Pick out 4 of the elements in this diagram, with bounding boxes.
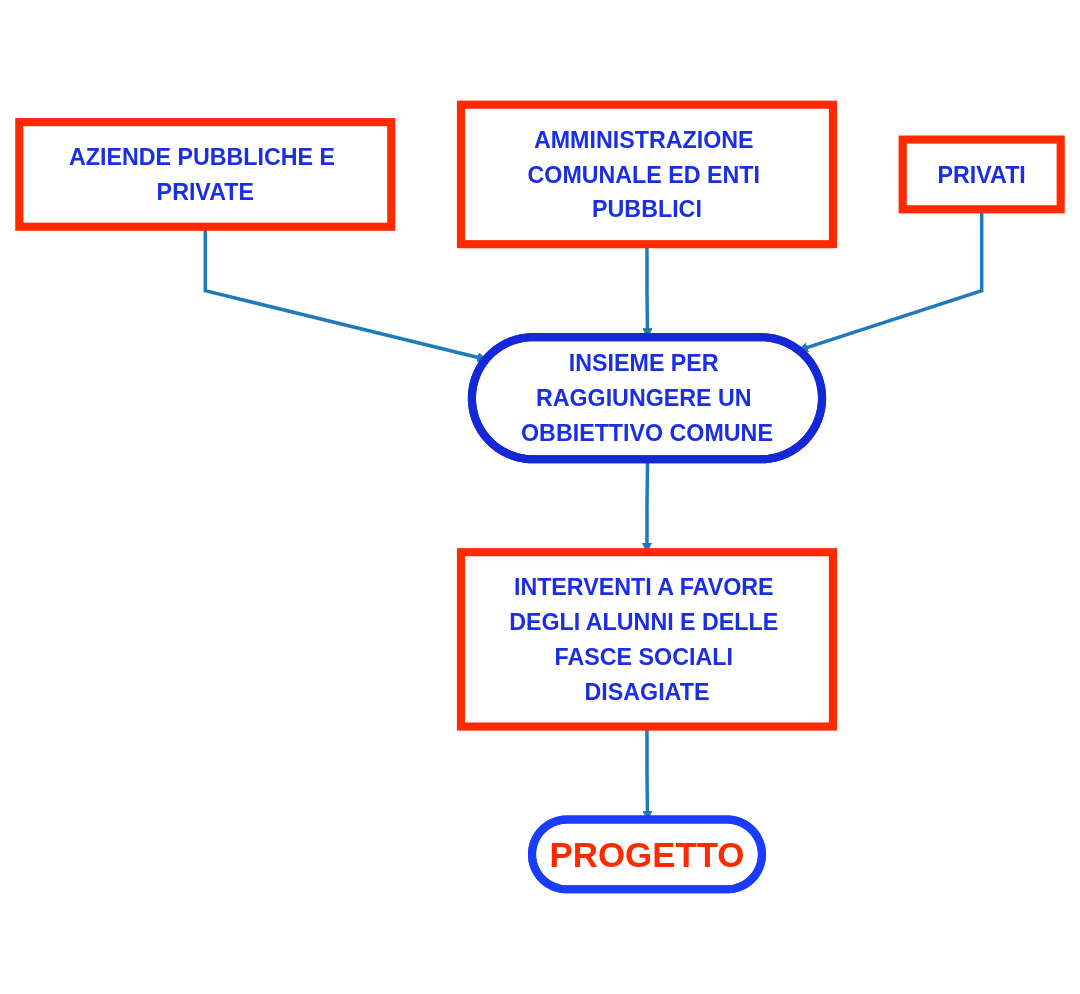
node-box: AMMINISTRAZIONE COMUNALE ED ENTI PUBBLICI: [456, 100, 838, 249]
node-box: PRIVATI: [898, 135, 1065, 214]
node-box: INTERVENTI A FAVORE DEGLI ALUNNI E DELLE FASCE SOCIALI DISAGIATE: [456, 548, 838, 731]
node-box: AZIENDE PUBBLICHE E PRIVATE: [15, 118, 396, 231]
